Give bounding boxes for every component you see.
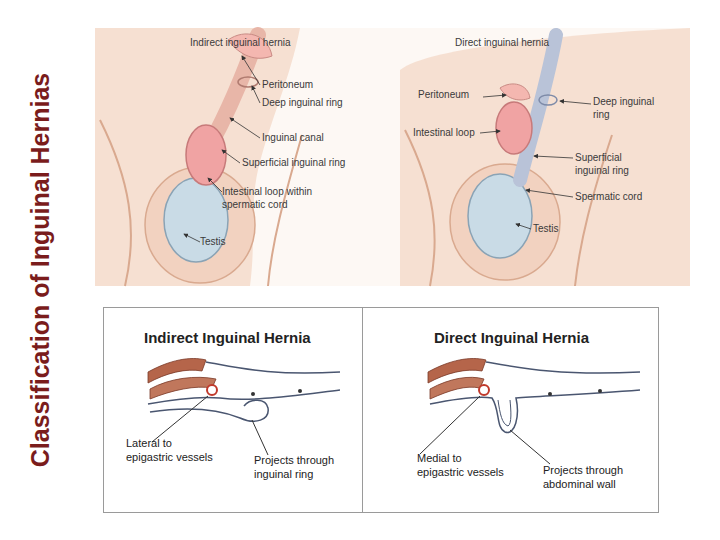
epigastric-vessel xyxy=(207,385,217,395)
anatomy-label: Intestinal loop within spermatic cord xyxy=(222,186,342,211)
anatomy-label: Testis xyxy=(200,236,250,249)
panel-box: Indirect Inguinal HerniaLateral to epiga… xyxy=(103,307,363,513)
figure-heading: Indirect inguinal hernia xyxy=(190,37,340,50)
muscle-layer xyxy=(430,377,484,399)
leader-line xyxy=(208,178,222,192)
leader-line xyxy=(252,86,260,103)
image-panel xyxy=(95,28,690,286)
peritoneum xyxy=(500,84,530,100)
anatomy-label: Deep inguinal ring xyxy=(593,96,665,121)
leader-line xyxy=(222,150,240,163)
epigastric-vessel xyxy=(479,385,489,395)
panel-heading: Direct Inguinal Hernia xyxy=(434,328,649,348)
panel-note: Lateral to epigastric vessels xyxy=(126,436,218,465)
dot xyxy=(251,392,255,396)
panel-note: Projects through inguinal ring xyxy=(254,453,349,482)
peritoneum-line xyxy=(148,390,340,404)
leader-line xyxy=(230,118,260,138)
hernia-sac xyxy=(150,400,268,421)
page-title: Classification of Inguinal Hernias xyxy=(23,15,57,525)
leader-line xyxy=(526,190,573,197)
dot xyxy=(598,389,602,393)
anatomy-label: Superficial inguinal ring xyxy=(575,152,655,177)
deep-ring xyxy=(238,77,258,87)
leader-line xyxy=(480,131,500,133)
leader-line xyxy=(560,101,591,104)
intestinal-loop xyxy=(496,102,532,154)
anatomy-label: Peritoneum xyxy=(418,89,498,102)
skin xyxy=(400,28,690,286)
leader-line xyxy=(516,224,531,229)
anatomy-label: Spermatic cord xyxy=(575,191,675,204)
leader-line xyxy=(252,420,268,455)
anatomy-label: Inguinal canal xyxy=(262,132,352,145)
anatomy-label: Intestinal loop xyxy=(413,127,493,140)
muscle-layer xyxy=(150,377,216,399)
leader-line xyxy=(483,95,506,97)
panel-heading: Indirect Inguinal Hernia xyxy=(144,328,359,348)
fascia-line xyxy=(486,362,640,373)
testis xyxy=(468,174,532,258)
hernia-sac-inner xyxy=(498,400,511,426)
figure-heading: Direct inguinal hernia xyxy=(455,37,605,50)
panel-box: Direct Inguinal HerniaMedial to epigastr… xyxy=(362,307,659,513)
anatomy-label: Deep inguinal ring xyxy=(262,97,362,110)
leader-line xyxy=(420,396,480,454)
fascia-line xyxy=(206,362,340,373)
hernia-sac xyxy=(430,390,640,433)
leader-line xyxy=(242,56,260,85)
leader-line xyxy=(152,396,208,442)
testis xyxy=(164,178,228,262)
dot xyxy=(548,392,552,396)
deep-ring xyxy=(539,95,557,105)
intestinal-loop xyxy=(186,125,226,185)
leader-line xyxy=(184,234,200,242)
anatomy-label: Peritoneum xyxy=(262,79,352,92)
thigh-outline xyxy=(100,120,131,286)
panel-note: Projects through abdominal wall xyxy=(543,463,643,492)
leader-line xyxy=(510,430,550,464)
panel-note: Medial to epigastric vessels xyxy=(417,451,509,480)
dot xyxy=(298,389,302,393)
leader-line xyxy=(534,156,573,158)
anatomy-label: Testis xyxy=(533,223,583,236)
scrotum xyxy=(450,164,560,280)
thigh-outline xyxy=(405,130,435,286)
anatomy-label: Superficial inguinal ring xyxy=(242,157,372,170)
